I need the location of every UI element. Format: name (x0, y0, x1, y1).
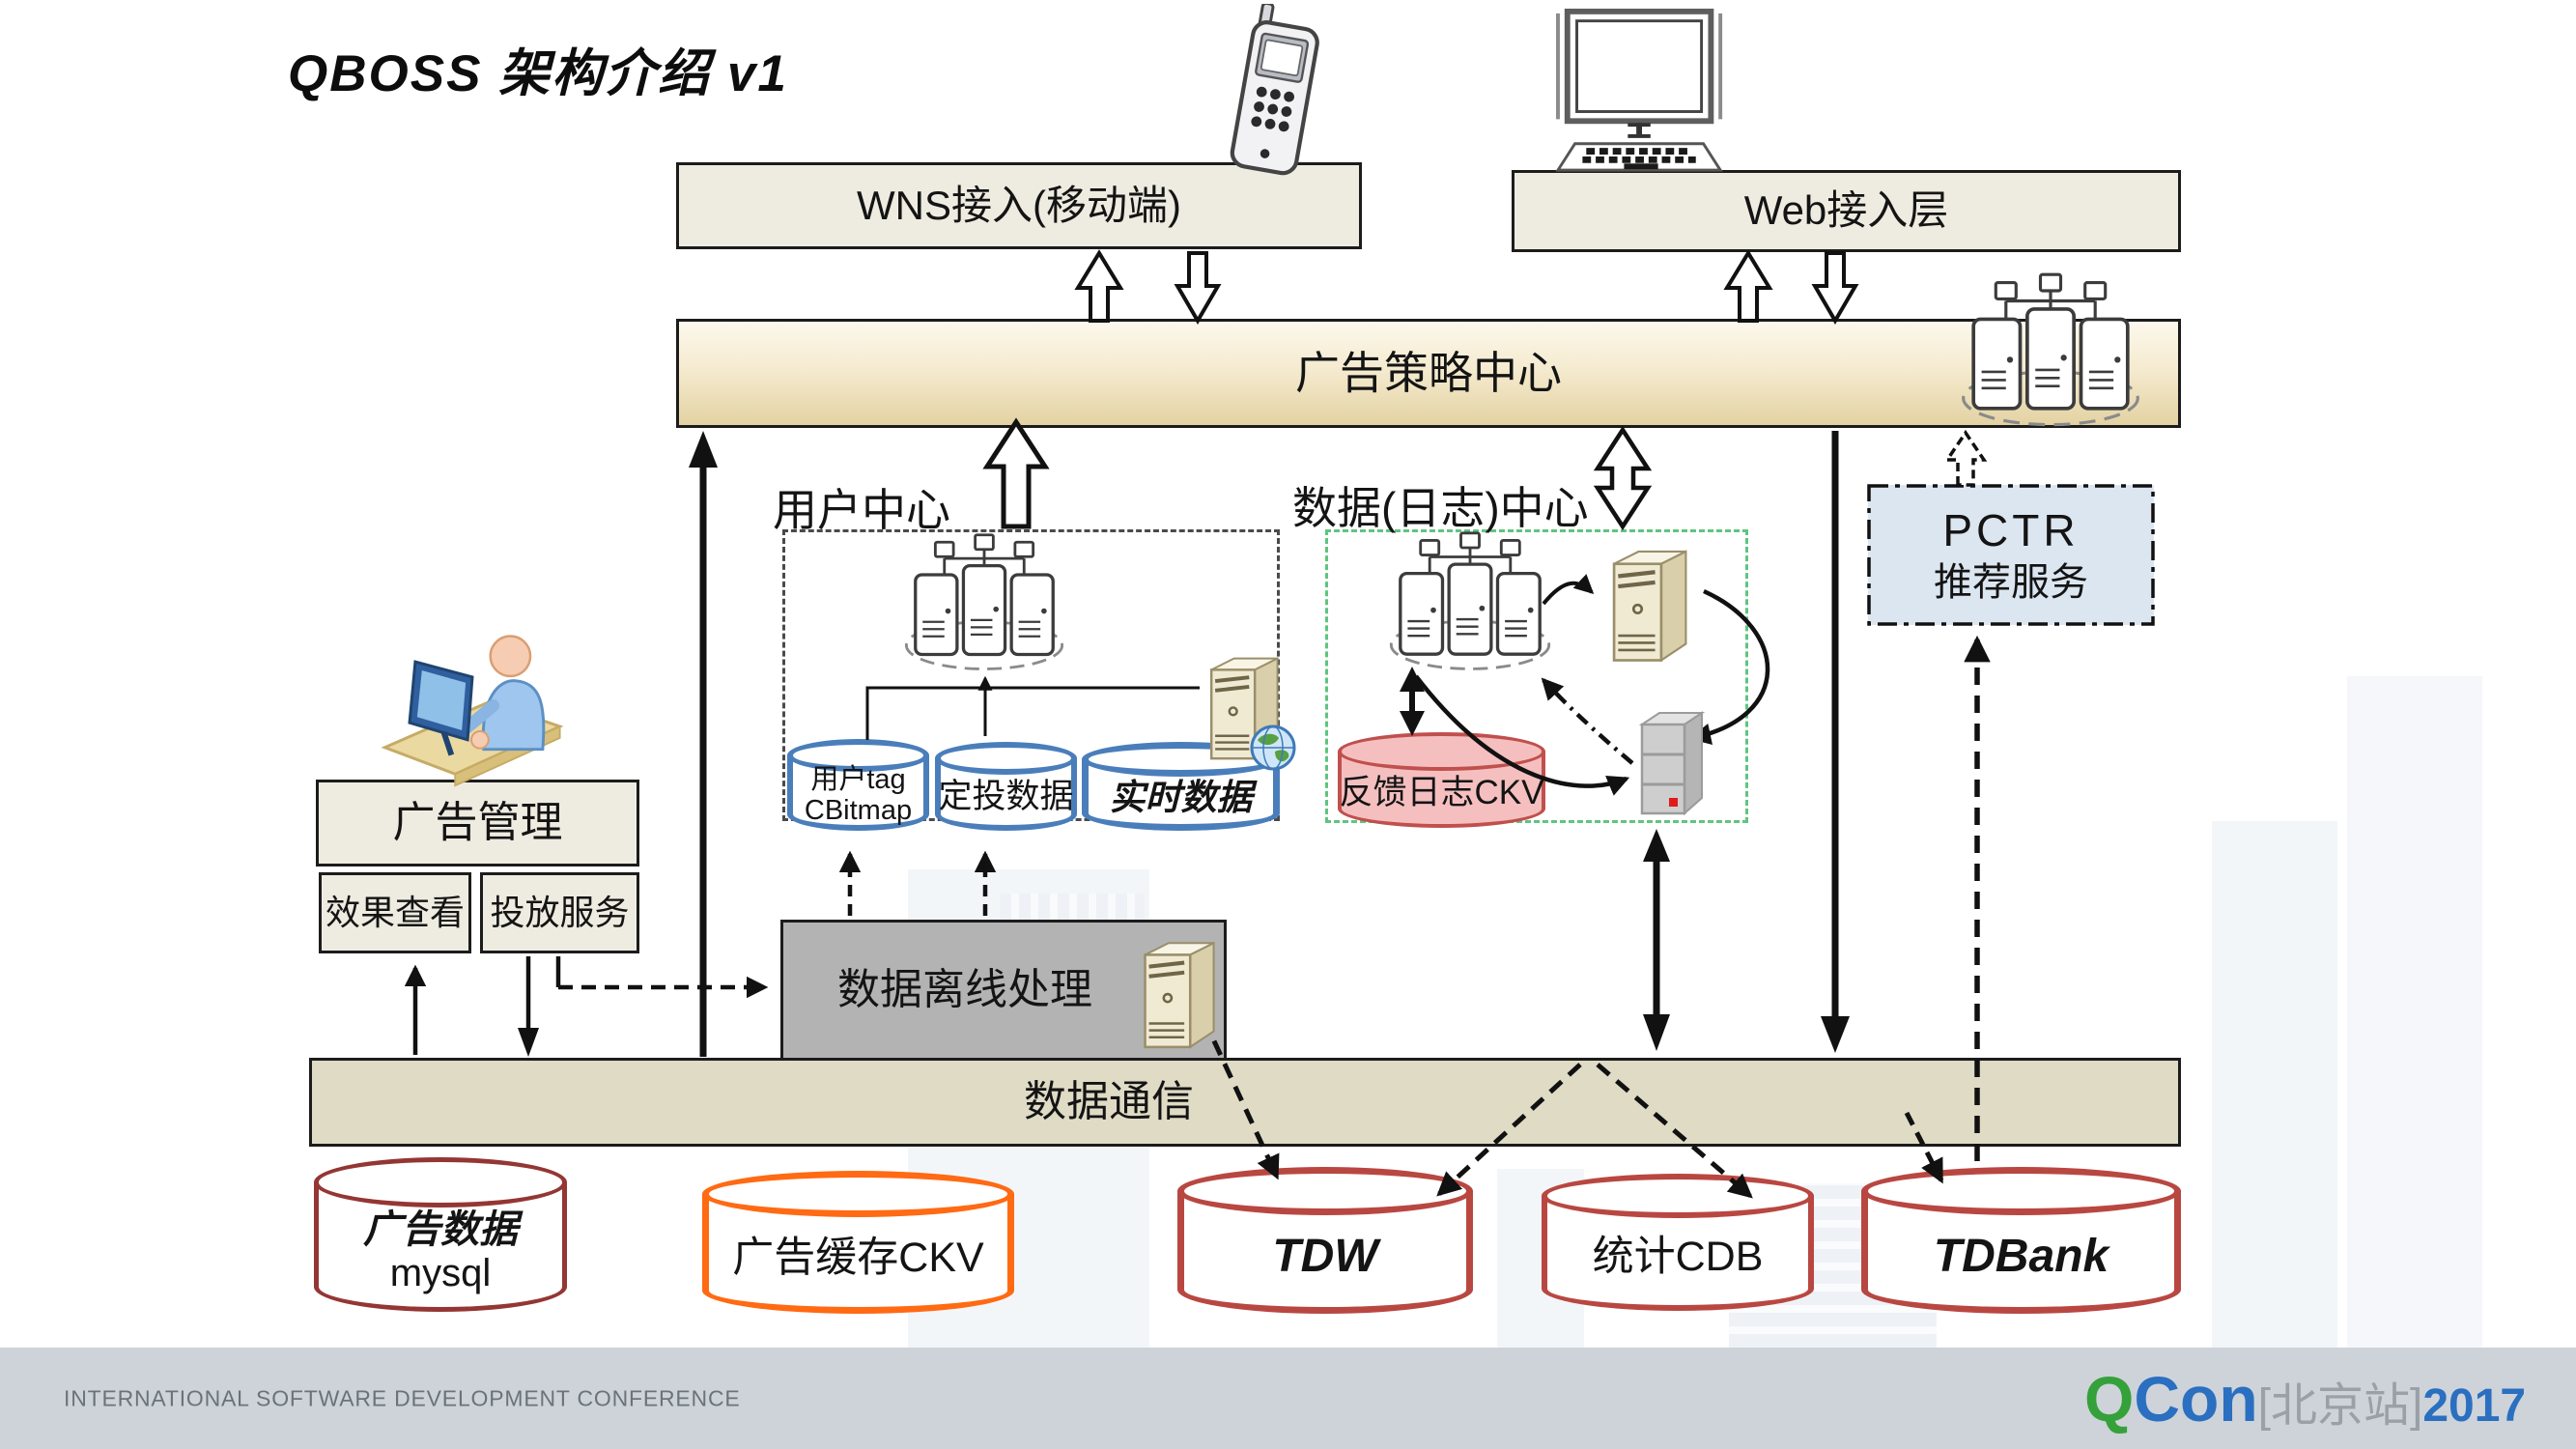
stat-cdb-cylinder: 统计CDB (1542, 1174, 1814, 1311)
watermark-shape (2212, 821, 2337, 1348)
mobile-phone-icon (1213, 1, 1337, 189)
ad-cache-ckv-label: 广告缓存CKV (732, 1234, 984, 1281)
ad-data-label-line2: mysql (389, 1251, 492, 1294)
user-center-up-arrow (982, 417, 1050, 529)
ad-data-label-line1: 广告数据 (363, 1208, 518, 1251)
targeting-data-label: 定投数据 (938, 778, 1074, 816)
globe-icon (1248, 723, 1298, 773)
ad-cache-ckv-cylinder: 广告缓存CKV (702, 1171, 1014, 1314)
data-communication-label: 数据通信 (1024, 1077, 1194, 1125)
data-communication-band: 数据通信 (309, 1058, 2181, 1147)
server-cluster-icon (1947, 270, 2154, 433)
effect-view-label: 效果查看 (325, 893, 465, 933)
user-tag-label-line1: 用户tag (810, 763, 906, 795)
log-center-label: 数据(日志)中心 (1292, 483, 1589, 533)
ad-strategy-center-band: 广告策略中心 (676, 319, 2181, 428)
strategy-logcenter-double-arrow (1593, 425, 1653, 531)
delivery-service-box: 投放服务 (480, 872, 639, 953)
tdw-label: TDW (1272, 1230, 1378, 1282)
wns-access-label: WNS接入(移动端) (857, 182, 1181, 228)
realtime-data-label: 实时数据 (1109, 777, 1253, 817)
qcon-logo-con: Con (2134, 1362, 2258, 1435)
offline-processing-label: 数据离线处理 (837, 965, 1092, 1013)
delivery-service-label: 投放服务 (490, 893, 630, 933)
qcon-logo-year: 2017 (2422, 1379, 2527, 1432)
tower-server-icon (1126, 927, 1225, 1055)
wns-access-box: WNS接入(移动端) (676, 162, 1362, 249)
targeting-data-cylinder: 定投数据 (935, 742, 1077, 831)
realtime-data-cylinder: 实时数据 (1082, 742, 1280, 831)
footer-bar: INTERNATIONAL SOFTWARE DEVELOPMENT CONFE… (0, 1348, 2576, 1449)
feedback-log-ckv-cylinder: 反馈日志CKV (1338, 732, 1545, 828)
pctr-strategy-dashed-arrow (1943, 429, 1988, 487)
qcon-logo-location: [北京站] (2257, 1379, 2423, 1432)
pctr-label-line2: 推荐服务 (1934, 560, 2088, 604)
web-access-box: Web接入层 (1512, 170, 2181, 252)
admin-user-icon (377, 607, 568, 792)
tdbank-label: TDBank (1933, 1230, 2109, 1282)
stat-cdb-label: 统计CDB (1592, 1234, 1764, 1281)
storage-server-icon (1632, 705, 1710, 825)
tower-server-icon (1592, 535, 1700, 668)
strategy-datacomm-down-line (1821, 431, 1850, 1053)
tdw-cylinder: TDW (1177, 1167, 1473, 1314)
datacomm-strategy-up-line (689, 431, 718, 1057)
pctr-label-line1: PCTR (1942, 505, 2080, 556)
effect-view-box: 效果查看 (319, 872, 471, 953)
qcon-logo-q: Q (2084, 1362, 2135, 1435)
server-cluster-icon (892, 531, 1077, 676)
user-center-label: 用户中心 (773, 485, 950, 535)
tdbank-cylinder: TDBank (1861, 1167, 2181, 1314)
delivery-datacomm-line (518, 956, 539, 1057)
ad-management-label: 广告管理 (392, 798, 563, 846)
conference-subtitle: INTERNATIONAL SOFTWARE DEVELOPMENT CONFE… (64, 1385, 741, 1410)
ad-strategy-center-label: 广告策略中心 (1295, 348, 1562, 399)
web-access-label: Web接入层 (1743, 187, 1949, 234)
user-tag-label-line2: CBitmap (804, 795, 913, 827)
logcenter-datacomm-double-arrow (1643, 829, 1670, 1051)
feedback-log-ckv-label: 反馈日志CKV (1339, 773, 1544, 811)
slide-title: QBOSS 架构介绍 v1 (288, 45, 788, 102)
pctr-service-box: PCTR 推荐服务 (1868, 485, 2154, 625)
watermark-shape (2347, 676, 2482, 1348)
wns-strategy-arrows (1074, 249, 1859, 325)
server-cluster-icon (1374, 529, 1566, 676)
ad-management-box: 广告管理 (316, 780, 639, 867)
desktop-computer-icon (1542, 6, 1742, 176)
